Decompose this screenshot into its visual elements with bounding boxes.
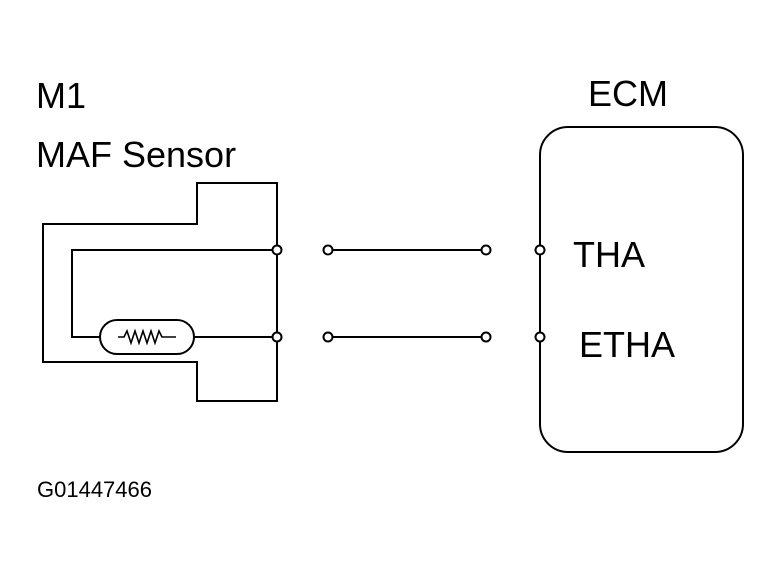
sensor-name-label: MAF Sensor xyxy=(36,134,237,175)
figure-code-label: G01447466 xyxy=(37,477,152,502)
thermistor-icon xyxy=(99,319,195,355)
harness-terminal-etha-right xyxy=(480,331,492,343)
ecm-terminal-etha xyxy=(534,331,546,343)
ecm-terminal-tha xyxy=(534,244,546,256)
harness-terminal-tha-left xyxy=(322,244,334,256)
ecm-pin-etha-label: ETHA xyxy=(579,324,676,365)
ecm-label: ECM xyxy=(588,73,668,114)
harness-terminal-etha-left xyxy=(322,331,334,343)
harness-terminal-tha-right xyxy=(480,244,492,256)
maf-sensor-housing xyxy=(42,182,278,402)
ecm-pin-tha-label: THA xyxy=(573,234,645,275)
sensor-terminal-tha xyxy=(271,244,283,256)
ecm-box xyxy=(539,126,744,453)
maf-inner-wire-tha xyxy=(71,249,277,338)
sensor-id-label: M1 xyxy=(36,75,87,116)
sensor-terminal-etha xyxy=(271,331,283,343)
